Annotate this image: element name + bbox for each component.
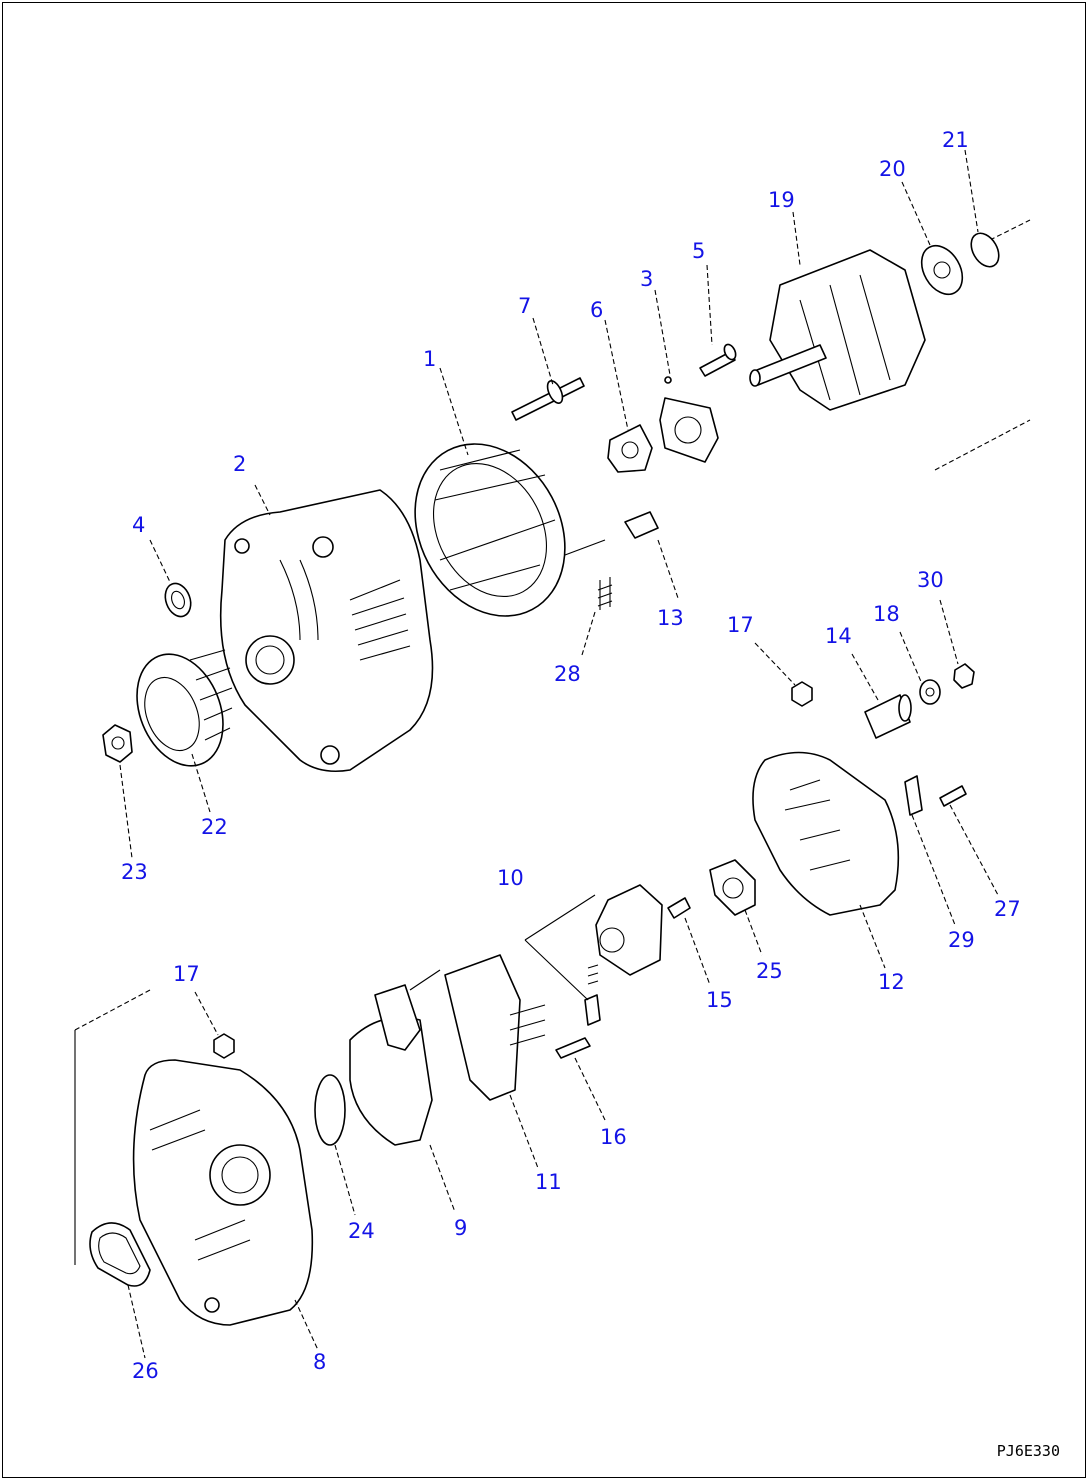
bolt-15	[667, 897, 691, 919]
rear-bearing	[920, 244, 964, 296]
rear-cover	[752, 751, 900, 916]
rotor	[749, 249, 926, 411]
terminal-bushing	[864, 694, 912, 739]
callout-7: 7	[518, 294, 532, 318]
callout-4: 4	[132, 513, 146, 537]
terminal-nut	[953, 663, 975, 689]
pulley	[136, 649, 233, 767]
screw-16	[555, 1037, 591, 1059]
callout-6: 6	[590, 298, 604, 322]
bearing-cover	[970, 232, 1000, 268]
axis-line-lower	[74, 989, 151, 1031]
drawing-code: PJ6E330	[996, 1442, 1060, 1460]
callout-9: 9	[454, 1216, 468, 1240]
callout-24: 24	[348, 1219, 375, 1243]
insulating-plate	[314, 1074, 346, 1146]
callout-25: 25	[756, 959, 783, 983]
rear-housing	[132, 1059, 314, 1326]
callout-30: 30	[917, 568, 944, 592]
leader-lines	[119, 149, 999, 1359]
callout-3: 3	[640, 267, 654, 291]
brush-plate	[709, 859, 756, 916]
bearing	[607, 424, 653, 473]
callout-1: 1	[423, 347, 437, 371]
rectifier	[349, 969, 441, 1146]
callout-23: 23	[121, 860, 148, 884]
nut-lower	[213, 1033, 235, 1059]
stud-bolt	[511, 377, 585, 421]
callout-19: 19	[768, 188, 795, 212]
callout-26: 26	[132, 1359, 159, 1383]
callout-15: 15	[706, 988, 733, 1012]
screw	[699, 343, 737, 377]
insulator	[624, 511, 659, 539]
regulator-assembly	[524, 884, 663, 1026]
callout-21: 21	[942, 128, 969, 152]
terminal-clip	[904, 775, 923, 816]
callout-11: 11	[535, 1170, 562, 1194]
front-housing	[219, 489, 434, 773]
callout-13: 13	[657, 606, 684, 630]
gasket	[89, 1222, 151, 1287]
callout-14: 14	[825, 624, 852, 648]
callout-17-lower: 17	[173, 962, 200, 986]
callout-22: 22	[201, 815, 228, 839]
callout-2: 2	[233, 452, 247, 476]
terminal-washer	[919, 679, 941, 705]
callout-28: 28	[554, 662, 581, 686]
nut-upper	[791, 681, 813, 707]
lead-spring	[597, 577, 613, 610]
callout-12: 12	[878, 970, 905, 994]
pulley-nut	[102, 724, 133, 763]
callout-10: 10	[497, 866, 524, 890]
stator	[414, 443, 606, 617]
callout-29: 29	[948, 928, 975, 952]
callout-17-upper: 17	[727, 613, 754, 637]
brush-holder	[444, 954, 546, 1101]
axis-line-upper	[934, 419, 1031, 471]
retainer-plate	[659, 376, 719, 463]
callout-20: 20	[879, 157, 906, 181]
callout-8: 8	[313, 1350, 327, 1374]
washer	[164, 582, 192, 618]
callout-27: 27	[994, 897, 1021, 921]
callout-18: 18	[873, 602, 900, 626]
cover-bolt	[939, 785, 967, 807]
axis-line-top	[989, 219, 1031, 241]
callout-5: 5	[692, 239, 706, 263]
callout-16: 16	[600, 1125, 627, 1149]
